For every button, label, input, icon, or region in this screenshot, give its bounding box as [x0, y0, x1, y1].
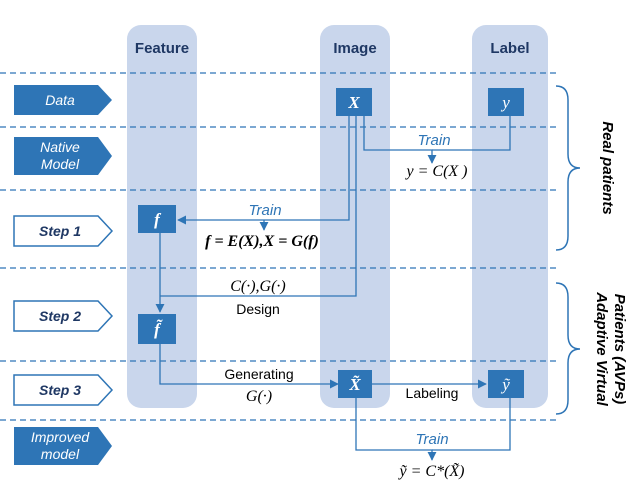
- node-symbol: X̃: [348, 375, 361, 394]
- native-equation: y = C(X ): [405, 163, 468, 180]
- node-label-y-tilde: ỹ: [488, 370, 524, 398]
- row-label-data: Data: [14, 85, 112, 115]
- row-label-step3: Step 3: [13, 374, 114, 406]
- design-functions: C(·),G(·): [230, 278, 286, 295]
- connector-generating: [159, 344, 339, 389]
- connector-improved-y: [432, 398, 511, 451]
- connectors: [155, 116, 511, 461]
- generating-function: G(·): [246, 388, 272, 405]
- row-arrow-shape: [14, 427, 112, 465]
- node-symbol: ỹ: [500, 375, 510, 394]
- row-arrow-shape: [14, 137, 112, 175]
- row-label-text: model: [41, 446, 80, 462]
- row-label-text: Data: [45, 92, 75, 108]
- row-arrow-shape: [14, 85, 112, 115]
- row-label-text: Model: [41, 156, 80, 172]
- connector-design: [160, 116, 357, 297]
- avp-label-line2: Patients (AVPs): [611, 294, 628, 405]
- node-feature-f: f: [138, 205, 176, 233]
- avp-label-line1: Adaptive Virtual: [593, 291, 610, 406]
- connector-native-y: [432, 116, 511, 151]
- image-column-title: Image: [333, 40, 376, 57]
- row-label-step1: Step 1: [13, 215, 114, 247]
- node-symbol: y: [500, 93, 510, 112]
- real-patients-brace: [555, 85, 581, 251]
- row-label-text: Step 1: [39, 223, 81, 239]
- node-symbol: f̃: [154, 319, 163, 339]
- design-label: Design: [236, 301, 280, 317]
- feature-column-title: Feature: [135, 40, 189, 57]
- generating-label: Generating: [224, 366, 293, 382]
- row-label-text: Native: [40, 139, 80, 155]
- row-separators: [0, 72, 556, 421]
- step1-equation: f = E(X),X = G(f): [205, 233, 319, 250]
- row-arrow-shape: [13, 300, 114, 332]
- row-label-native-model: Native Model: [14, 137, 112, 175]
- node-feature-f-tilde: f̃: [138, 314, 176, 344]
- label-column-title: Label: [490, 40, 529, 57]
- train-step1-label: Train: [248, 202, 281, 219]
- row-label-text: Improved: [31, 429, 91, 445]
- real-patients-label: Real patients: [599, 121, 616, 214]
- train-improved-label: Train: [415, 431, 448, 448]
- connector-x-to-f: [177, 116, 350, 225]
- label-column: [472, 25, 548, 408]
- node-symbol: X: [347, 93, 360, 112]
- labeling-label: Labeling: [406, 385, 459, 401]
- row-arrow-shape: [13, 215, 114, 247]
- row-label-improved-model: Improved model: [14, 427, 112, 465]
- node-symbol: f: [154, 210, 162, 229]
- improved-equation: ỹ = C*(X̃): [398, 462, 465, 480]
- row-label-text: Step 3: [39, 382, 81, 398]
- row-arrow-shape: [13, 374, 114, 406]
- row-label-step2: Step 2: [13, 300, 114, 332]
- train-native-label: Train: [417, 132, 450, 149]
- node-label-y: y: [488, 88, 524, 116]
- node-image-x: X: [336, 88, 372, 116]
- connector-native-x: [363, 116, 437, 164]
- node-image-x-tilde: X̃: [338, 370, 372, 398]
- connector-improved-x: [355, 398, 437, 461]
- image-column: [320, 25, 390, 408]
- row-label-text: Step 2: [39, 308, 81, 324]
- avp-brace: [555, 282, 581, 415]
